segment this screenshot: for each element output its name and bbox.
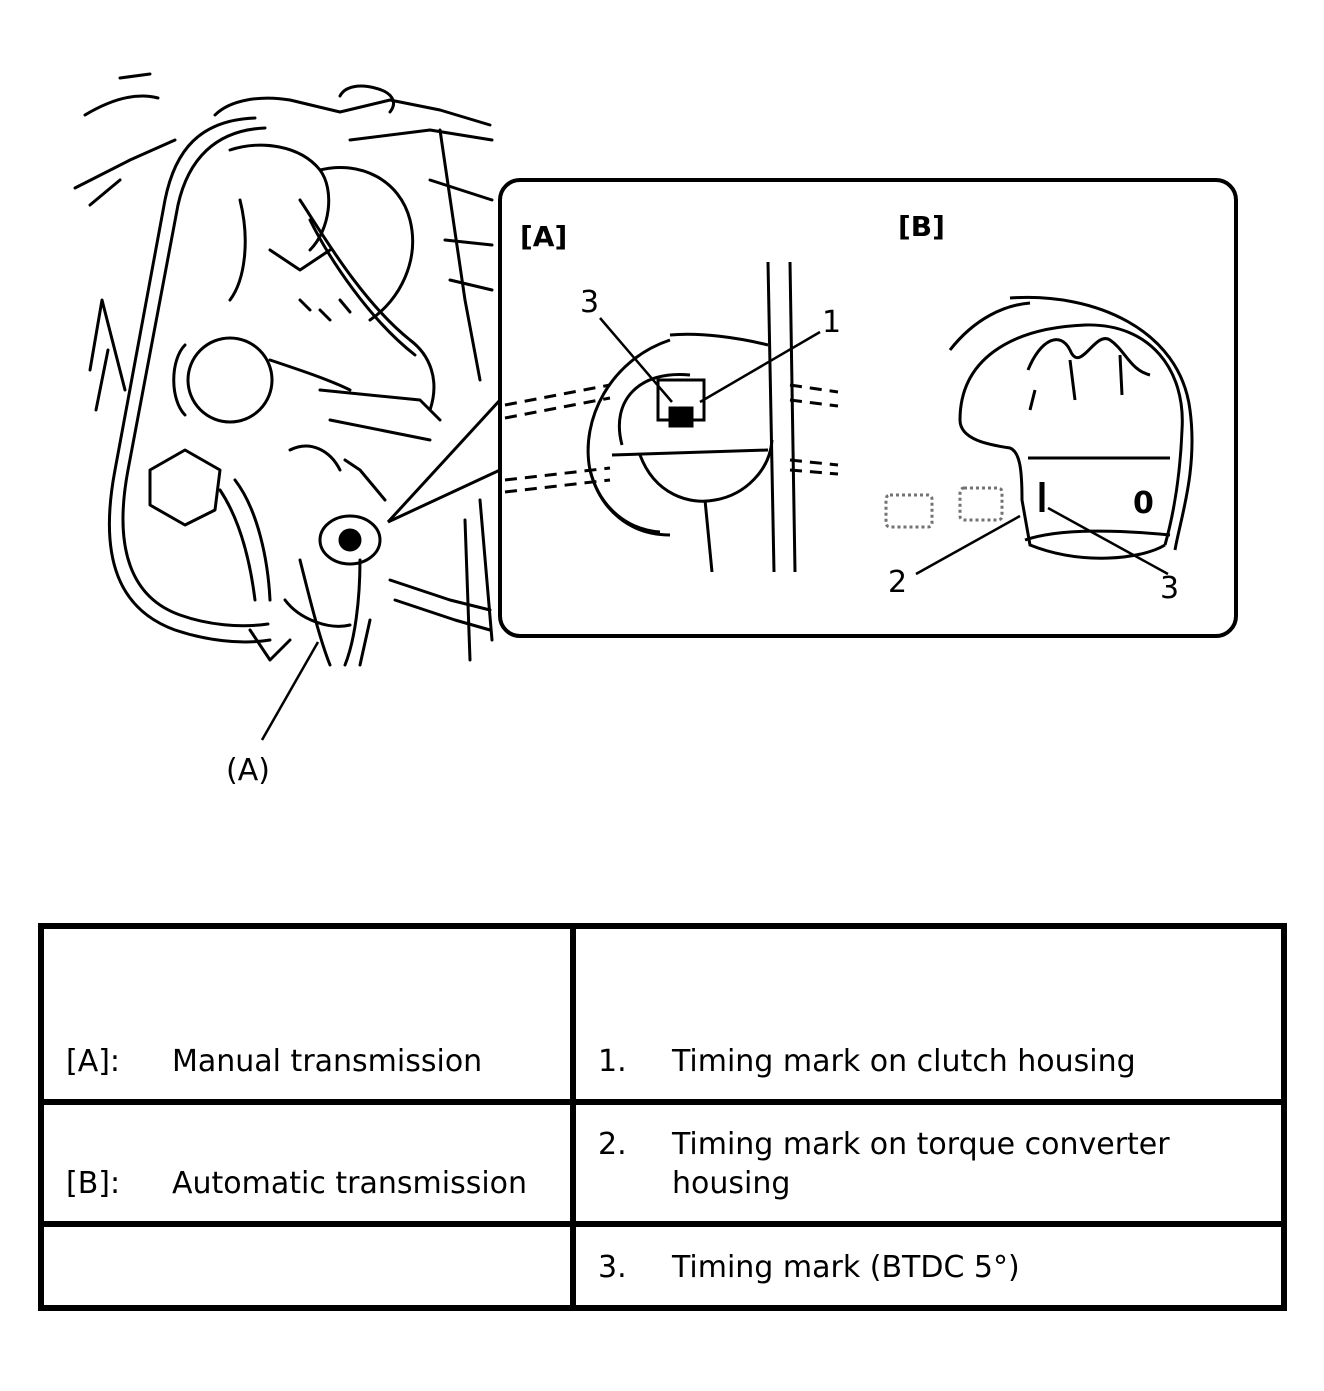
inset-a-dashed-lines xyxy=(504,383,839,494)
legend-code: [A]: xyxy=(66,1044,121,1079)
inset-pointer xyxy=(386,398,502,524)
inset-b-leaders xyxy=(915,506,1169,576)
callout-3-automatic: 3 xyxy=(1160,571,1179,606)
legend-row: [A]: Manual transmission 1. Timing mark … xyxy=(38,923,1287,1105)
legend-cell-code: [B]: Automatic transmission xyxy=(38,1099,576,1227)
callout-2: 2 xyxy=(888,565,907,600)
legend-table: [A]: Manual transmission 1. Timing mark … xyxy=(38,923,1287,1311)
inset-b-automatic-detail xyxy=(948,295,1194,560)
legend-number: 3. xyxy=(598,1250,627,1285)
legend-row: [B]: Automatic transmission 2. Timing ma… xyxy=(38,1099,1287,1227)
legend-cell-code: [A]: Manual transmission xyxy=(38,923,576,1105)
engine-timing-diagram: (A) [A] 3 1 [B] xyxy=(73,72,1238,788)
inset-label-a: [A] xyxy=(520,220,567,253)
callout-3-manual: 3 xyxy=(580,285,599,320)
arrow-a-leader xyxy=(260,641,320,741)
legend-cell-number: 2. Timing mark on torque converter housi… xyxy=(570,1099,1287,1227)
detail-inset-frame xyxy=(498,178,1238,638)
inset-label-b: [B] xyxy=(898,210,945,243)
legend-cell-number: 3. Timing mark (BTDC 5°) xyxy=(570,1221,1287,1311)
legend-cell-code xyxy=(38,1221,576,1311)
engine-drawing xyxy=(73,72,494,667)
scale-mark-zero: 0 xyxy=(1133,486,1154,521)
legend-code: [B]: xyxy=(66,1166,121,1201)
legend-number-text: Timing mark on clutch housing xyxy=(672,1044,1136,1079)
legend-number-text: Timing mark (BTDC 5°) xyxy=(672,1250,1020,1285)
legend-row: 3. Timing mark (BTDC 5°) xyxy=(38,1221,1287,1311)
legend-code-text: Manual transmission xyxy=(172,1044,483,1079)
inset-a-leaders xyxy=(599,317,821,404)
legend-number: 1. xyxy=(598,1044,627,1079)
legend-number-text: Timing mark on torque converter housing xyxy=(672,1127,1170,1201)
callout-arrow-a: (A) xyxy=(226,753,270,788)
legend-code-text: Automatic transmission xyxy=(172,1166,528,1201)
legend-cell-number: 1. Timing mark on clutch housing xyxy=(570,923,1287,1105)
callout-1: 1 xyxy=(822,305,841,340)
inset-b-scale-marks xyxy=(884,486,1004,529)
legend-number: 2. xyxy=(598,1127,627,1162)
